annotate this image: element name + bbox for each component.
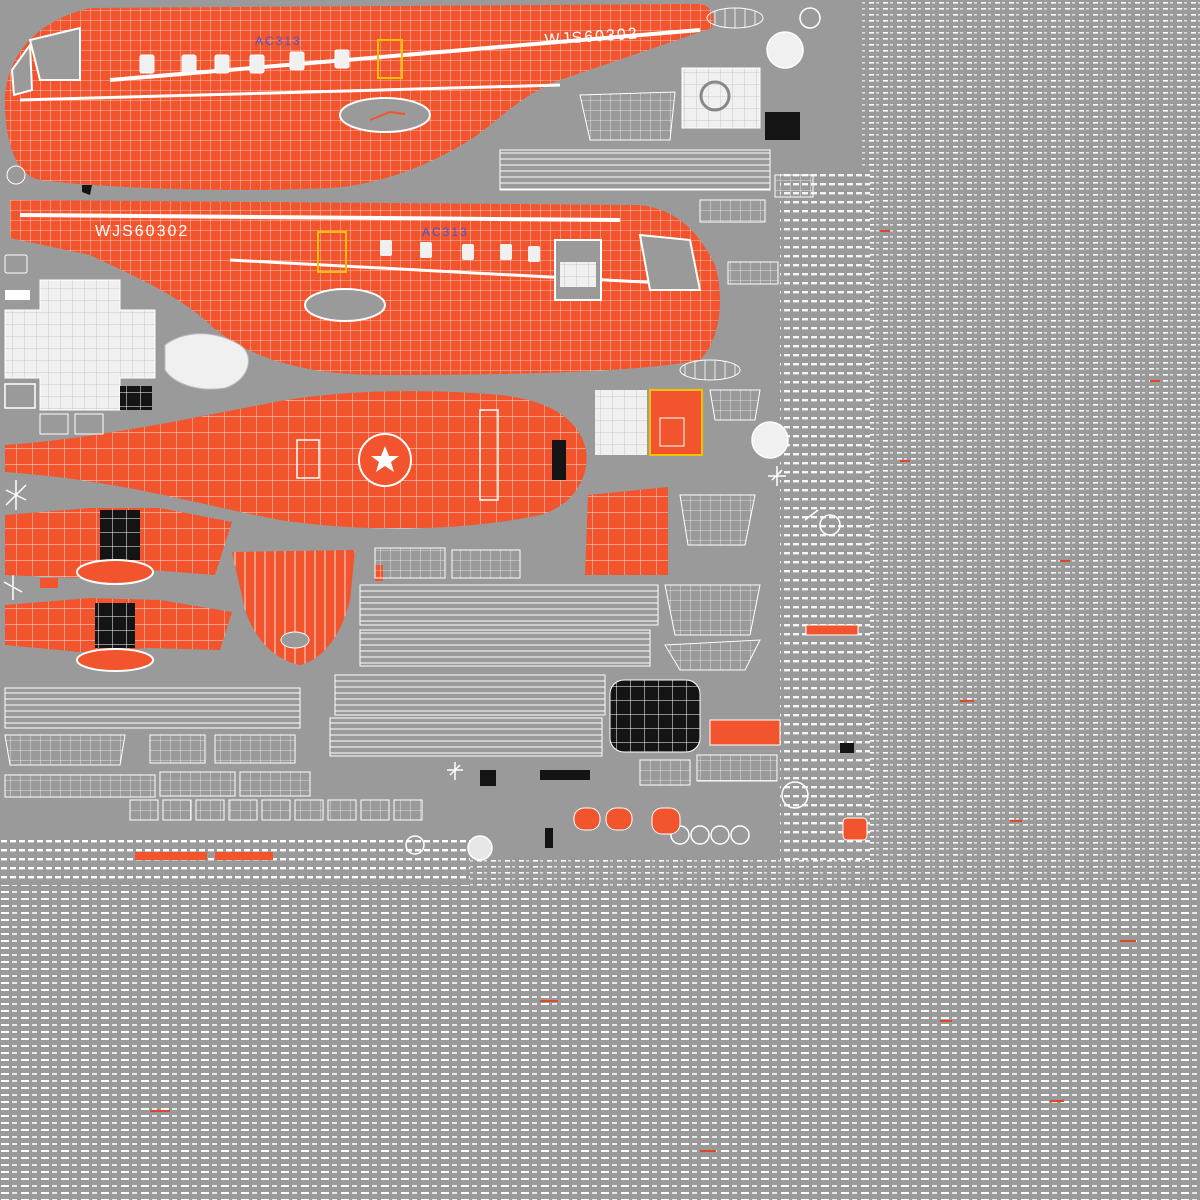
small-parts-field-bottom-mid [470, 860, 870, 890]
capsule-parts [679, 7, 764, 381]
code-decal-upper: AC313 [255, 34, 302, 48]
small-parts-field-bottom [0, 880, 1200, 1200]
small-parts-field-mid [780, 170, 870, 870]
arched-grid-panels [4, 91, 761, 786]
fuselage-side-lower [10, 200, 720, 375]
red-accent-pills [40, 565, 868, 860]
sponson-upper [5, 508, 232, 585]
registration-decal-upper: WJS60302 [544, 25, 639, 49]
black-panel-small [120, 386, 152, 410]
sponson-lower [5, 598, 232, 672]
window-panel-3 [74, 413, 104, 435]
code-decal-lower: AC313 [422, 225, 469, 239]
dark-parts [82, 112, 854, 848]
windshield-black-panel [609, 679, 701, 753]
fuselage-side-upper [4, 4, 714, 190]
cowling-shape [164, 333, 249, 390]
tile-block-row [4, 174, 814, 821]
scattered-red-marks [150, 230, 1160, 1152]
registration-decal-lower: WJS60302 [95, 223, 189, 240]
window-panel-2 [39, 413, 69, 435]
tail-cone-mesh [232, 550, 355, 665]
fuselage-belly [5, 391, 587, 529]
small-parts-field-bottom-left [0, 840, 470, 885]
round-parts [405, 7, 841, 861]
window-panel-1 [4, 383, 36, 409]
asterisk-marks [447, 466, 819, 780]
rotor-blade-strips [4, 149, 771, 757]
left-small-parts [3, 165, 30, 600]
small-parts-field-right [860, 0, 1200, 880]
white-access-panels [595, 67, 761, 456]
